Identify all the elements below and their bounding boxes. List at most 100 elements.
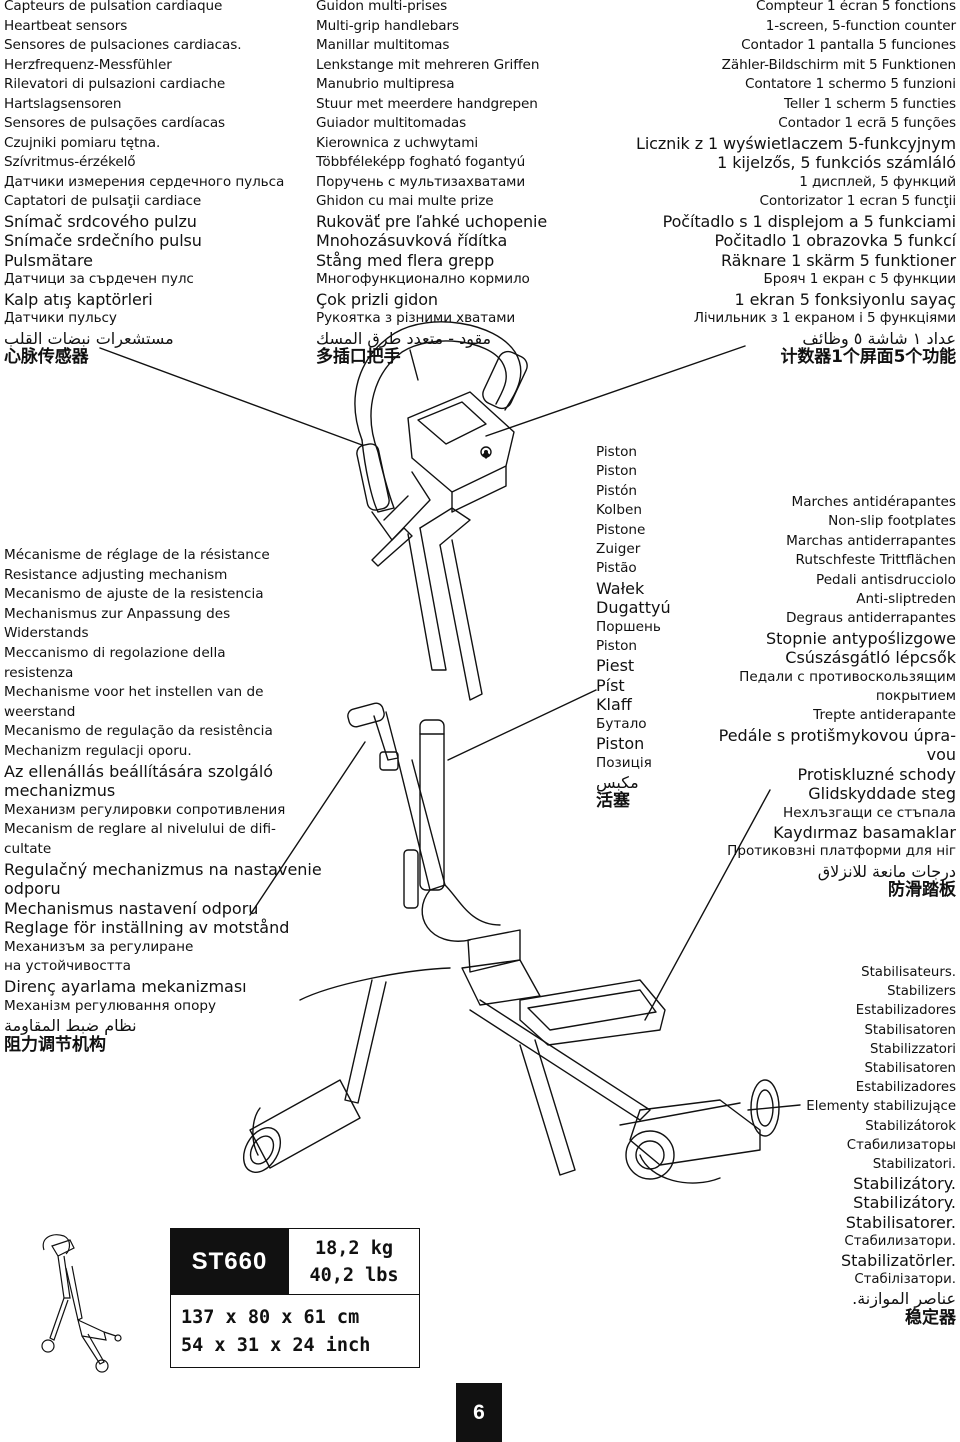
heart-sensors-sk: Snímač srdcového pulzu bbox=[4, 211, 197, 231]
heart-sensors-pl: Czujniki pomiaru tętna. bbox=[4, 134, 161, 151]
resistance-ro-1: Mecanism de reglare al nivelului de difi… bbox=[4, 821, 276, 838]
heart-sensors-sv: Pulsmätare bbox=[4, 250, 93, 270]
resistance-pt: Mecanismo de regulação da resistência bbox=[4, 723, 273, 740]
counter-pl: Licznik z 1 wyświetlaczem 5-funkcyjnym bbox=[636, 133, 956, 153]
piston-de: Kolben bbox=[596, 502, 642, 519]
stabilisers-sv: Stabilisatorer. bbox=[845, 1212, 956, 1232]
counter-zh: 计数器1个屏面5个功能 bbox=[780, 347, 956, 367]
footplates-hu: Csúszásgátló lépcsők bbox=[785, 648, 956, 668]
counter-tr: 1 ekran 5 fonksiyonlu sayaç bbox=[734, 289, 957, 309]
stabilisers-nl: Stabilisatoren bbox=[864, 1061, 956, 1077]
piston-nl: Zuiger bbox=[596, 541, 641, 558]
resistance-ro-2: cultate bbox=[4, 840, 52, 857]
handlebars-pt: Guiador multitomadas bbox=[316, 115, 467, 131]
piston-pt: Pistão bbox=[596, 560, 637, 577]
footplates-ru-2: покрытием bbox=[875, 688, 956, 705]
handlebars-de: Lenkstange mit mehreren Griffen bbox=[316, 56, 540, 73]
resistance-ar: نظام ضبط المقاومة bbox=[4, 1016, 137, 1036]
stabilisers-fr: Stabilisateurs. bbox=[861, 965, 956, 980]
stabilisers-it: Stabilizzatori bbox=[870, 1041, 956, 1057]
footplates-pl: Stopnie antypoślizgowe bbox=[765, 628, 956, 648]
handlebars-ro: Ghidon cu mai multe prize bbox=[316, 193, 494, 209]
footplates-ro: Trepte antiderapante bbox=[813, 707, 956, 724]
resistance-en: Resistance adjusting mechanism bbox=[4, 566, 228, 583]
heart-sensors-nl: Hartslagsensoren bbox=[4, 95, 122, 112]
resistance-hu-1: Az ellenállás beállítására szolgáló bbox=[4, 761, 274, 781]
handlebars-bg: Многофункционално кормило bbox=[316, 271, 530, 287]
handlebars-hu: Többféleképp fogható fogantyú bbox=[316, 154, 526, 170]
handlebars-es: Manillar multitomas bbox=[316, 37, 450, 53]
resistance-label: Mécanisme de réglage de la résistance Re… bbox=[4, 546, 322, 1055]
resistance-es: Mecanismo de ajuste de la resistencia bbox=[4, 586, 264, 603]
heart-sensors-uk: Датчики пульсу bbox=[4, 310, 117, 326]
counter-fr: Compteur 1 écran 5 fonctions bbox=[755, 0, 956, 14]
stabilisers-pt: Estabilizadores bbox=[855, 1080, 956, 1096]
footplates-cs: Protiskluzné schody bbox=[797, 764, 956, 784]
footplates-label: Marches antidérapantes Non-slip footplat… bbox=[719, 493, 956, 901]
piston-uk: Позиція bbox=[596, 754, 652, 771]
handlebars-pl: Kierownica z uchwytami bbox=[316, 134, 479, 151]
footplates-nl: Anti-sliptreden bbox=[856, 591, 956, 608]
heart-sensors-de: Herzfrequenz-Messfühler bbox=[4, 56, 172, 73]
stabilisers-label: Stabilisateurs. Stabilizers Estabilizado… bbox=[806, 963, 956, 1328]
piston-tr: Piston bbox=[596, 734, 645, 754]
handlebars-label: Guidon multi-prises Multi-grip handlebar… bbox=[316, 0, 547, 368]
piston-es: Pistón bbox=[596, 482, 638, 499]
footplates-ru-1: Педали с противоскользящим bbox=[739, 668, 956, 685]
counter-it: Contatore 1 schermo 5 funzioni bbox=[744, 76, 956, 92]
counter-sk: Počítadlo s 1 displejom a 5 funkciami bbox=[662, 211, 956, 231]
heart-sensors-hu: Szívritmus-érzékelő bbox=[4, 154, 136, 170]
model-name: ST660 bbox=[171, 1229, 288, 1295]
handlebars-ar: مقود - متعدد طرق المسك bbox=[316, 328, 492, 348]
footplates-it: Pedali antisdrucciolo bbox=[815, 571, 956, 588]
handlebars-tr: Çok prizli gidon bbox=[316, 289, 438, 309]
footplates-en: Non-slip footplates bbox=[828, 513, 956, 530]
footplates-zh: 防滑踏板 bbox=[888, 880, 956, 901]
resistance-bg-2: на устойчивостта bbox=[4, 958, 131, 975]
piston-hu: Dugattyú bbox=[596, 598, 671, 618]
heart-sensors-pt: Sensores de pulsações cardíacas bbox=[4, 115, 226, 131]
leader-heart-sensors bbox=[99, 347, 363, 446]
heart-sensors-bg: Датчици за сърдечен пулс bbox=[4, 271, 194, 287]
footplates-fr: Marches antidérapantes bbox=[791, 494, 956, 510]
footplates-sk-1: Pedále s protišmykovou úpra- bbox=[718, 725, 956, 745]
stabilisers-pl: Elementy stabilizujące bbox=[806, 1099, 956, 1115]
heart-sensors-label: Capteurs de pulsation cardiaque Heartbea… bbox=[4, 0, 284, 368]
stabilisers-es: Estabilizadores bbox=[855, 1003, 956, 1019]
handlebars-ru: Поручень с мультизахватами bbox=[316, 173, 526, 190]
footplates-ar: درجات مانعة للانزلاق bbox=[817, 861, 956, 881]
resistance-uk: Механізм регулювання опору bbox=[4, 997, 217, 1014]
piston-sk: Piest bbox=[596, 656, 635, 676]
resistance-fr: Mécanisme de réglage de la résistance bbox=[4, 547, 270, 563]
counter-de: Zähler-Bildschirm mit 5 Funktionen bbox=[721, 56, 956, 73]
resistance-tr: Direnç ayarlama mekanizması bbox=[4, 977, 247, 997]
counter-nl: Teller 1 scherm 5 functies bbox=[783, 95, 956, 112]
weight-lbs: 40,2 lbs bbox=[309, 1265, 399, 1286]
dimensions-box: 137 x 80 x 61 cm 54 x 31 x 24 inch bbox=[171, 1295, 419, 1367]
stabilisers-en: Stabilizers bbox=[887, 984, 956, 1000]
resistance-sk-1: Regulačný mechanizmus na nastavenie bbox=[4, 859, 322, 879]
heart-sensors-fr: Capteurs de pulsation cardiaque bbox=[4, 0, 223, 14]
resistance-bg-1: Механизъм за регулиране bbox=[4, 938, 194, 955]
stabilisers-uk: Стабілізатори. bbox=[854, 1272, 956, 1288]
handlebars-zh: 多插口把手 bbox=[316, 347, 401, 367]
stabilisers-sk: Stabilizátory. bbox=[853, 1174, 956, 1194]
stabilisers-zh: 稳定器 bbox=[905, 1307, 956, 1328]
footplates-uk: Протиковзні платформи для ніг bbox=[727, 843, 956, 860]
counter-hu: 1 kijelzős, 5 funkciós számláló bbox=[717, 153, 956, 172]
heart-sensors-zh: 心脉传感器 bbox=[4, 347, 89, 367]
heart-sensors-en: Heartbeat sensors bbox=[4, 17, 128, 34]
piston-ru: Поршень bbox=[596, 618, 661, 635]
counter-label: Compteur 1 écran 5 fonctions 1-screen, 5… bbox=[636, 0, 956, 368]
handlebars-fr: Guidon multi-prises bbox=[316, 0, 448, 14]
piston-ar: مكبس bbox=[596, 772, 639, 792]
footplates-sk-2: vou bbox=[926, 745, 956, 765]
counter-uk: Лічильник з 1 екраном і 5 функціями bbox=[693, 310, 956, 326]
resistance-it-1: Meccanismo di regolazione della bbox=[4, 644, 226, 661]
stabilisers-de: Stabilisatoren bbox=[864, 1022, 956, 1038]
heart-sensors-ro: Captatori de pulsaţii cardiace bbox=[4, 193, 202, 209]
counter-cs: Počitadlo 1 obrazovka 5 funkcí bbox=[714, 231, 957, 250]
handlebars-en: Multi-grip handlebars bbox=[316, 17, 459, 34]
counter-ro: Contorizator 1 ecran 5 funcţii bbox=[759, 193, 957, 209]
